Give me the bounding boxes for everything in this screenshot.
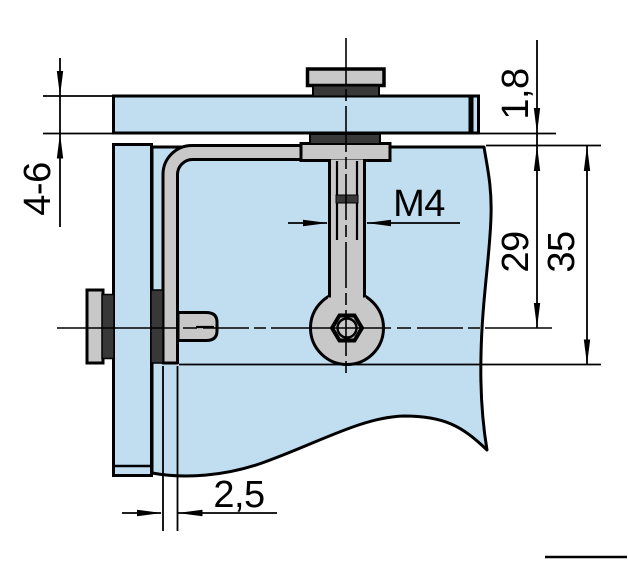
pendant-shaft — [328, 159, 366, 300]
vertical-glass-panel-left — [112, 143, 153, 477]
clamp-l-arm — [161, 144, 392, 365]
clamp-pad-right — [150, 289, 164, 364]
screw-tip-end — [335, 194, 359, 204]
extension-lines — [43, 95, 601, 531]
dim-total-depth: 35 — [541, 231, 583, 272]
dim-thread: M4 — [393, 183, 445, 225]
gasket-washer-lower — [309, 133, 381, 145]
dim-glass-thickness: 4-6 — [17, 162, 59, 215]
clamp-pad-left — [101, 293, 115, 360]
dim-arm-thickness: 2,5 — [213, 474, 264, 516]
dimension-arrows — [56, 71, 591, 517]
dim-center-depth: 29 — [495, 231, 537, 272]
clamp-knob — [85, 288, 105, 365]
horizontal-glass-panel — [112, 94, 480, 135]
dim-plate-gap: 1,8 — [495, 68, 537, 119]
